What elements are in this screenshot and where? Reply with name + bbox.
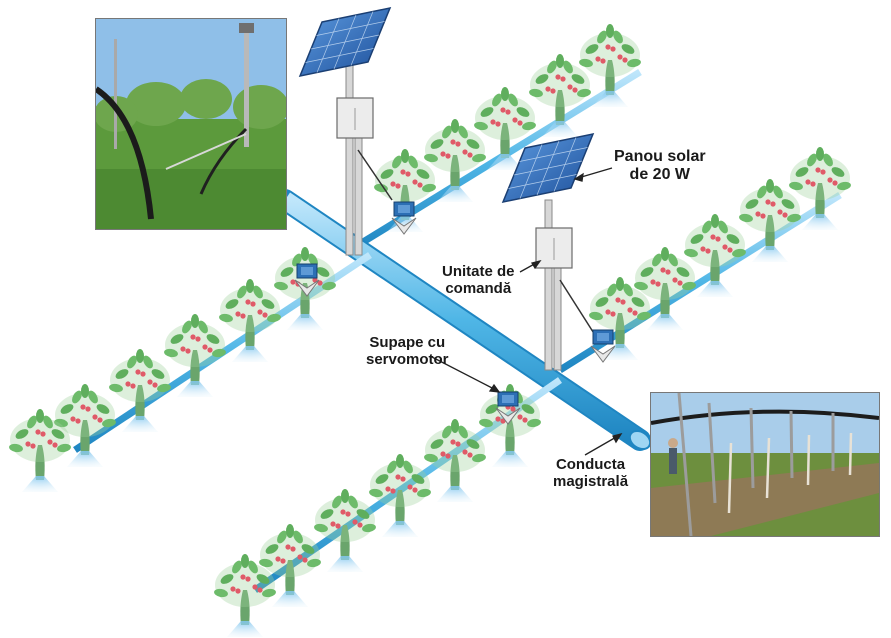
main-pipe-label: Conducta magistrală	[553, 456, 629, 491]
solar-panel-icon	[299, 7, 391, 77]
control-box-icon	[535, 227, 573, 269]
tree-row-1	[348, 24, 642, 253]
solar-station-1	[294, 7, 417, 297]
orchard-photo-top-left	[95, 18, 287, 230]
leader-lines	[429, 167, 623, 456]
control-unit-label: Unitate de comandă	[442, 263, 515, 298]
tree-row-2	[8, 247, 372, 492]
solar-panel-label: Panou solar de 20 W	[614, 148, 706, 184]
servo-valves-label: Supape cu servomotor	[366, 334, 449, 369]
orchard-photo-bottom-right	[650, 392, 880, 537]
control-box-icon	[336, 97, 374, 139]
solar-station-2	[495, 133, 616, 425]
main-pipe	[274, 189, 652, 451]
